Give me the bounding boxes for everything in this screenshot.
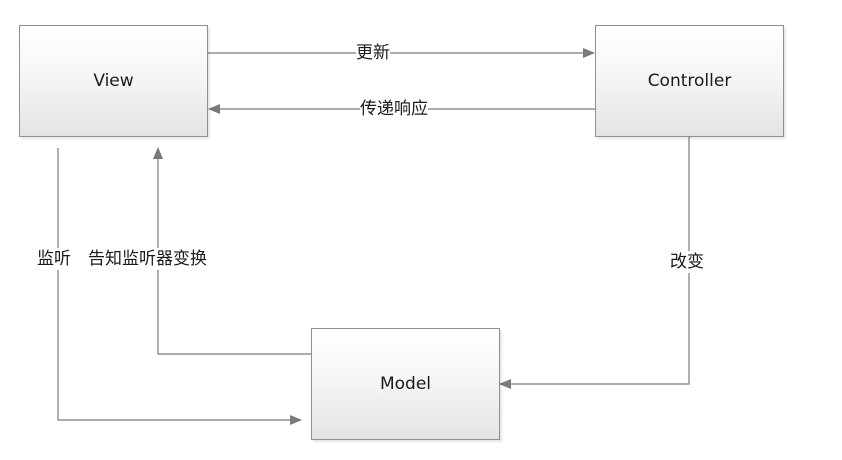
update-edge-label: 更新: [356, 42, 390, 64]
controller-box: Controller: [595, 25, 784, 137]
model-box: Model: [311, 328, 500, 440]
listen-edge-label: 监听: [37, 248, 71, 270]
arrow-view-to-model: [57, 148, 302, 425]
view-label: View: [93, 71, 134, 91]
respond-edge-label: 传递响应: [360, 98, 428, 120]
arrow-model-to-view: [153, 147, 311, 355]
controller-label: Controller: [647, 71, 732, 91]
change-edge-label: 改变: [670, 251, 704, 273]
model-label: Model: [379, 374, 432, 394]
arrow-controller-to-model: [499, 137, 690, 389]
notify-edge-label: 告知监听器变换: [88, 248, 207, 270]
view-box: View: [19, 25, 208, 137]
